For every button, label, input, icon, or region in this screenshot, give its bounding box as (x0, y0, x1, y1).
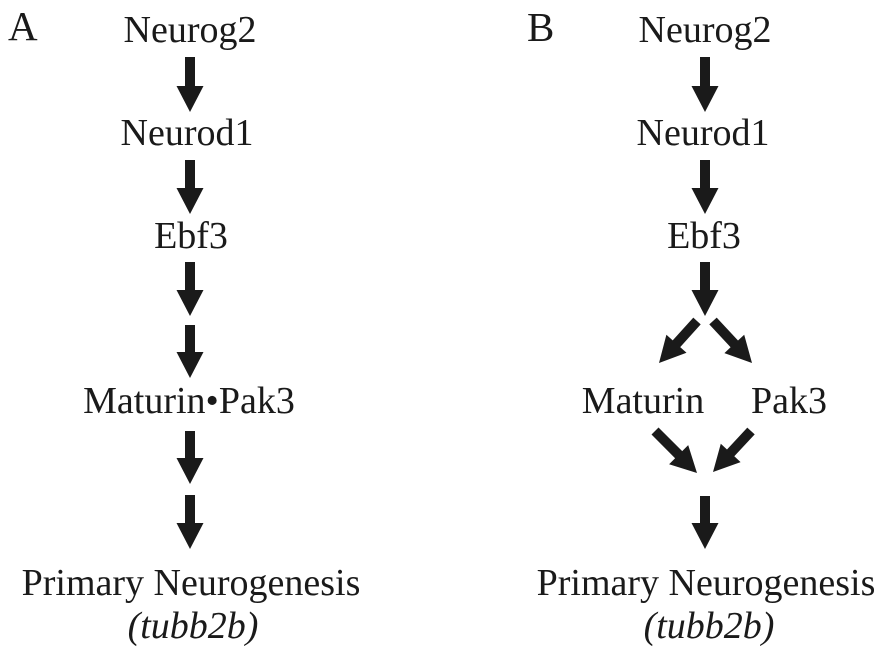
arrow-a-neurod1-to-ebf3 (176, 160, 204, 214)
arrow-b-maturin-to-merge (651, 427, 697, 473)
node-b-tubb2b-gene: (tubb2b) (643, 605, 775, 647)
node-a-primary-neurogenesis: Primary Neurogenesis (21, 562, 361, 604)
panel-b-label: B (527, 4, 555, 50)
node-b-pak3: Pak3 (751, 380, 827, 422)
node-b-neurod1: Neurod1 (636, 112, 770, 154)
node-a-neurod1: Neurod1 (120, 112, 254, 154)
node-b-ebf3: Ebf3 (667, 215, 741, 257)
node-a-maturin-pak3-complex: Maturin•Pak3 (83, 380, 295, 422)
arrow-a-ebf3-down-2 (176, 325, 204, 378)
arrow-a-neurog2-to-neurod1 (176, 57, 204, 112)
node-b-primary-neurogenesis: Primary Neurogenesis (536, 562, 874, 604)
arrow-a-complex-down-1 (176, 431, 204, 484)
arrow-a-complex-down-2 (176, 495, 204, 549)
arrow-b-neurod1-to-ebf3 (691, 160, 719, 214)
arrow-b-merge-down (691, 496, 719, 549)
arrow-b-split-to-pak3 (709, 317, 752, 363)
arrow-b-neurog2-to-neurod1 (691, 57, 719, 112)
arrow-a-ebf3-down-1 (176, 262, 204, 316)
panel-a-label: A (8, 3, 38, 49)
node-b-maturin: Maturin (581, 380, 705, 422)
arrow-b-ebf3-down (691, 262, 719, 316)
node-a-neurog2: Neurog2 (123, 9, 257, 51)
node-a-tubb2b-gene: (tubb2b) (127, 605, 259, 647)
node-a-ebf3: Ebf3 (154, 215, 228, 257)
arrow-b-split-to-maturin (659, 317, 701, 363)
arrow-b-pak3-to-merge (713, 427, 755, 472)
node-b-neurog2: Neurog2 (638, 9, 772, 51)
